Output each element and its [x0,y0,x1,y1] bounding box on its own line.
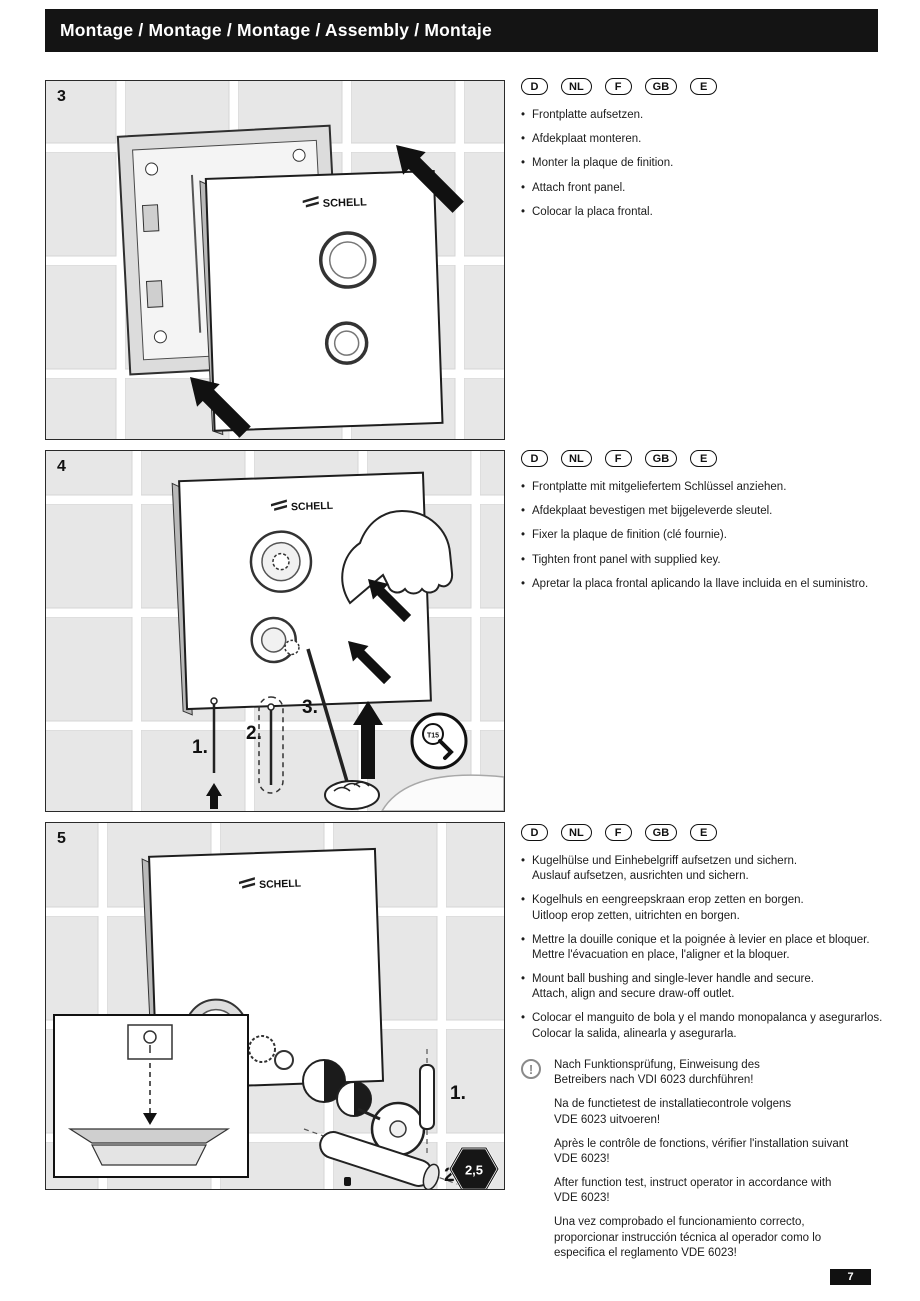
instruction-es: Apretar la placa frontal aplicando la ll… [521,577,887,592]
torx-t15-tool-badge: T15 [410,712,468,770]
instruction-gb: Tighten front panel with supplied key. [521,553,887,568]
ball-bushing [302,1059,372,1117]
instruction-es: Colocar la placa frontal. [521,205,887,220]
instruction-fr: Monter la plaque de finition. [521,156,887,171]
tool-size-text: T15 [427,733,439,740]
warning-fr: Après le contrôle de fonctions, vérifier… [554,1137,849,1165]
mount-direction-arrow-bottom [190,377,251,438]
figure-step-4-illustration: SCHELL [46,451,504,811]
lang-badge-nl: NL [561,450,592,467]
label-2: 2. [246,723,262,744]
brand-text: SCHELL [291,500,334,513]
instruction-de: Frontplatte aufsetzen. [521,108,887,123]
instruction-fr: Fixer la plaque de finition (clé fournie… [521,528,887,543]
instructions-step-3: D NL F GB E Frontplatte aufsetzen. Afdek… [521,78,887,229]
basin-edge [381,774,504,811]
schell-logo: SCHELL [238,877,302,891]
key-pin-2 [258,696,284,794]
figure-step-5: 5 SCHELL [45,822,505,1190]
instruction-gb: Mount ball bushing and single-lever hand… [521,972,887,1002]
instruction-nl: Afdekplaat bevestigen met bijgeleverde s… [521,504,887,519]
lang-badge-gb: GB [644,824,678,841]
warning-de: Nach Funktionsprüfung, Einweisung des Be… [554,1059,760,1087]
instructions-step-5: D NL F GB E Kugelhülse und Einhebelgriff… [521,824,887,1051]
warning-note: ! Nach Funktionsprüfung, Einweisung des … [521,1058,893,1270]
schell-logo: SCHELL [270,499,334,513]
brand-text: SCHELL [323,196,368,210]
warning-gb: After function test, instruct operator i… [554,1177,832,1205]
step-3-number: 3 [57,88,66,105]
label-1: 1. [450,1083,466,1104]
step-4-number: 4 [57,458,66,475]
warning-icon: ! [521,1059,541,1079]
language-badges: D NL F GB E [521,78,887,95]
mount-direction-arrow-top [396,145,464,213]
hand-bottom [324,780,380,810]
label-3: 3. [302,697,318,718]
instruction-de: Frontplatte mit mitgeliefertem Schlüssel… [521,480,887,495]
instruction-es: Colocar el manguito de bola y el mando m… [521,1011,887,1041]
page-title: Montage / Montage / Montage / Assembly /… [60,20,492,40]
key-pin-1 [206,697,222,809]
schell-logo: SCHELL [302,196,368,210]
lang-badge-nl: NL [561,78,592,95]
language-badges: D NL F GB E [521,824,887,841]
instruction-nl: Afdekplaat monteren. [521,132,887,147]
brand-text: SCHELL [259,878,302,891]
spline-shaft [248,1035,294,1070]
instructions-step-4: D NL F GB E Frontplatte mit mitgeliefert… [521,450,887,601]
lang-badge-nl: NL [561,824,592,841]
step-5-number: 5 [57,830,66,847]
lang-badge-d: D [521,824,548,841]
figure-step-3: 3 [45,80,505,440]
header-bar: Montage / Montage / Montage / Assembly /… [45,9,878,52]
instruction-gb: Attach front panel. [521,181,887,196]
single-lever-handle [419,1049,435,1157]
lang-badge-gb: GB [644,450,678,467]
lang-badge-e: E [690,78,718,95]
warning-paragraphs: Nach Funktionsprüfung, Einweisung des Be… [521,1058,893,1261]
front-panel: SCHELL [171,471,432,716]
lang-badge-e: E [690,450,718,467]
figure-step-4: 4 SCHELL [45,450,505,812]
lang-badge-d: D [521,450,548,467]
press-arrow-upper [368,579,412,623]
lower-knob [250,616,300,664]
label-1: 1. [192,737,208,758]
instruction-nl: Kogelhuls en eengreepskraan erop zetten … [521,893,887,923]
front-panel: SCHELL [199,169,444,436]
lang-badge-f: F [604,824,632,841]
press-arrow-lower [348,641,392,685]
lang-badge-d: D [521,78,548,95]
instruction-fr: Mettre la douille conique et la poignée … [521,933,887,963]
lang-badge-gb: GB [644,78,678,95]
tool-size-text: 2,5 [465,1163,483,1178]
page-number: 7 [830,1269,871,1285]
figure-step-3-illustration: SCHELL [46,81,504,439]
upper-knob [249,530,313,593]
draw-off-spout [303,1128,461,1189]
hex-key-tool-badge: 2,5 [448,1146,500,1189]
lang-badge-e: E [690,824,718,841]
figure-step-5-illustration: SCHELL [46,823,504,1189]
alignment-inset [53,1014,249,1178]
key-rod-3 [306,648,383,786]
instruction-de: Kugelhülse und Einhebelgriff aufsetzen u… [521,854,887,884]
lang-badge-f: F [604,78,632,95]
lang-badge-f: F [604,450,632,467]
warning-es: Una vez comprobado el funcionamiento cor… [554,1216,822,1259]
language-badges: D NL F GB E [521,450,887,467]
warning-nl: Na de functietest de installatiecontrole… [554,1098,792,1126]
